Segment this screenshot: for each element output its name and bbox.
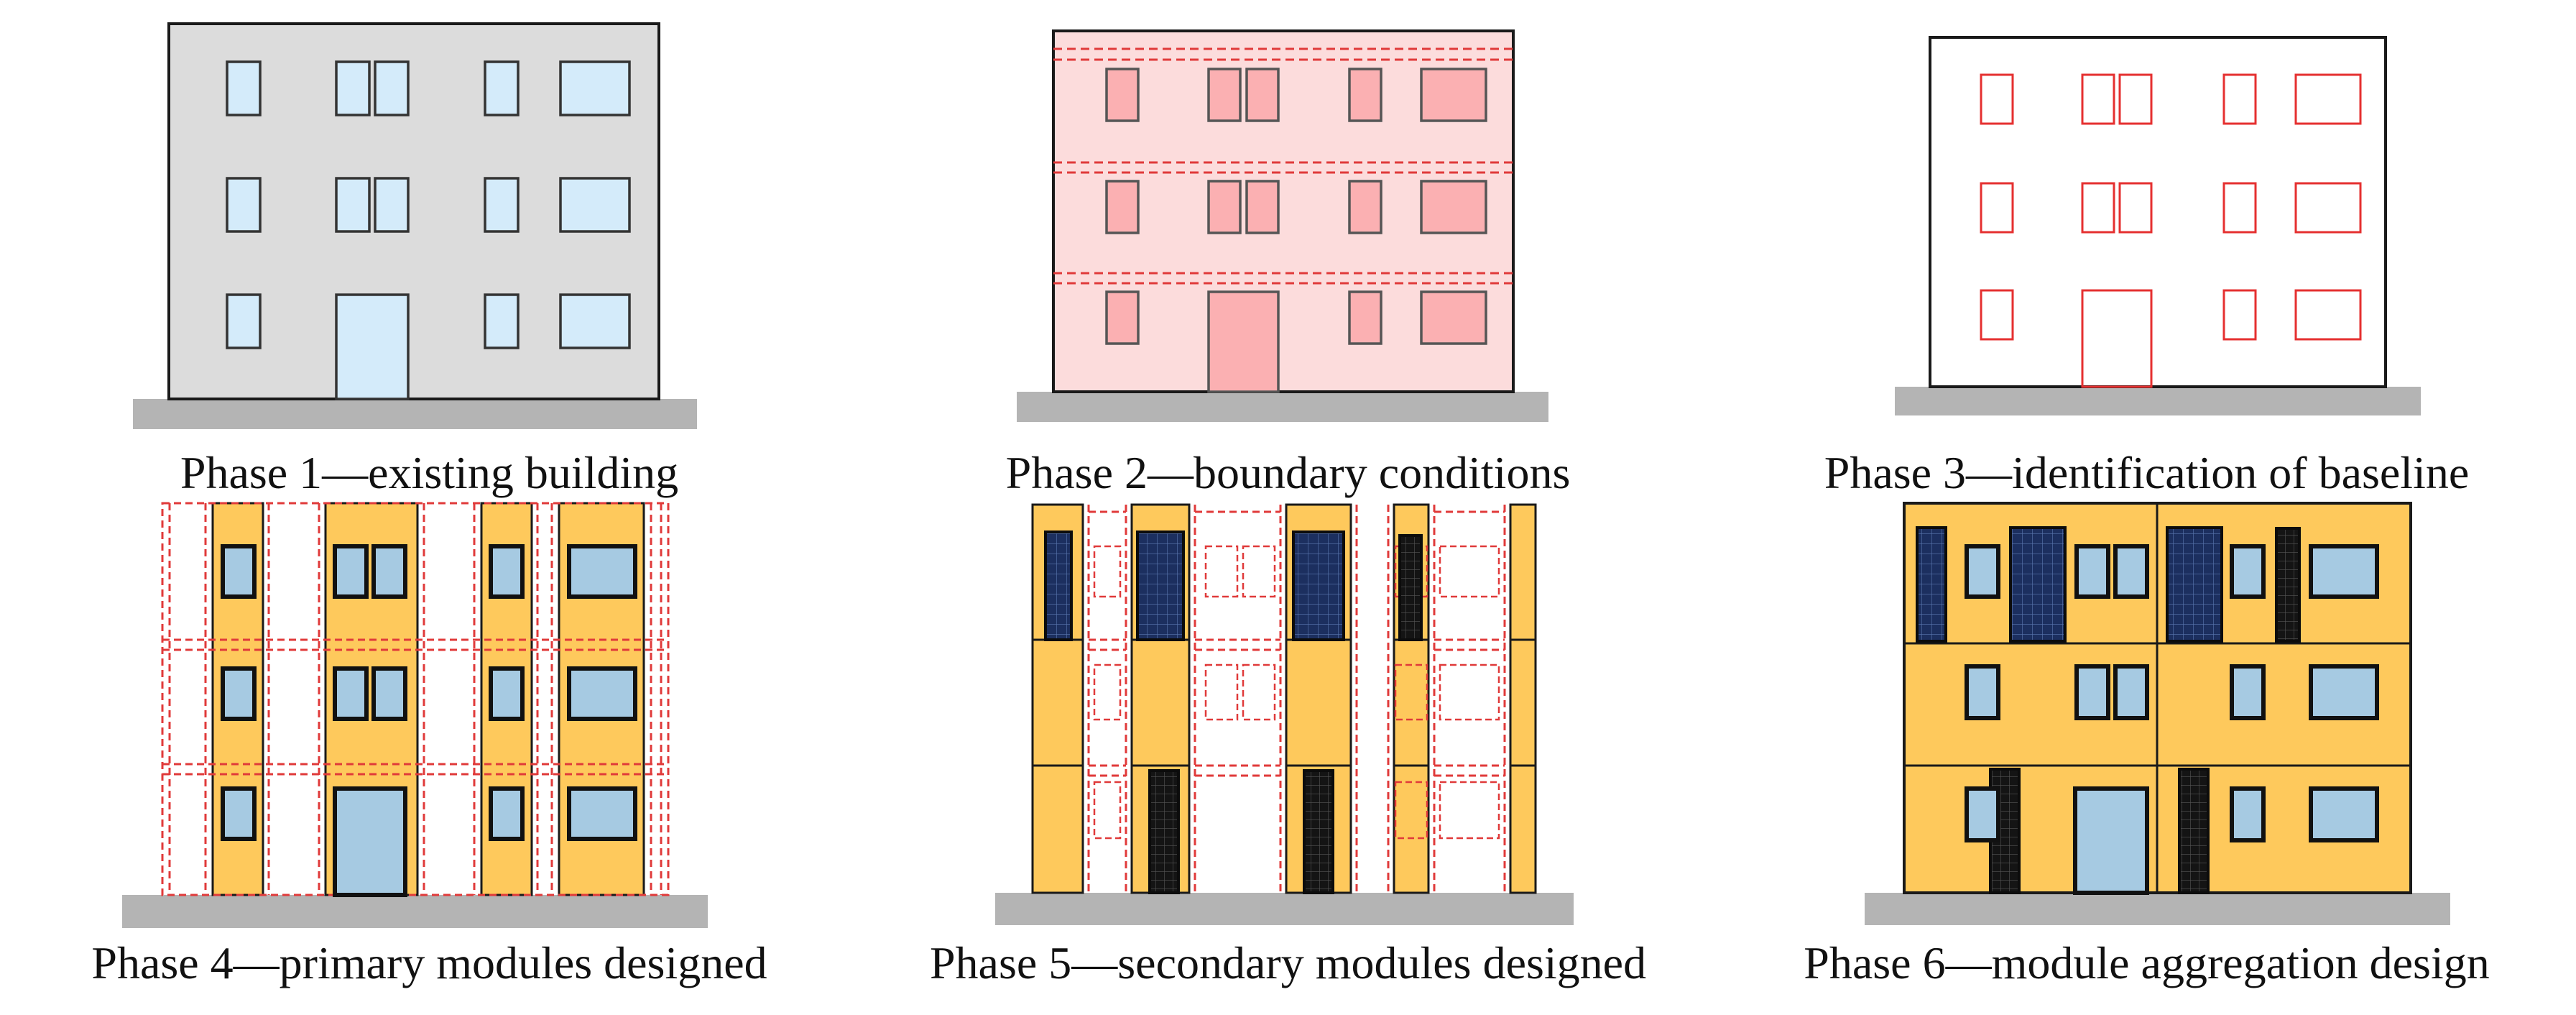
entrance-door (335, 293, 410, 400)
boundary-grid (161, 502, 670, 896)
entrance-door (2073, 786, 2149, 895)
panel-phase-2 (1017, 29, 1548, 422)
windows (1105, 68, 1487, 345)
panel-phase-1 (133, 22, 697, 429)
ground-slab (133, 399, 697, 429)
floor-boundary-lines (1053, 47, 1513, 285)
windows (221, 544, 637, 841)
building-facade (1033, 505, 1536, 893)
ground-slab (122, 895, 708, 928)
module-joints (1904, 503, 2411, 893)
caption-phase-2: Phase 2—boundary conditions (1005, 447, 1571, 498)
panel-phase-4 (122, 502, 708, 928)
caption-phase-4: Phase 4—primary modules designed (91, 937, 767, 988)
building-outline (1929, 36, 2387, 388)
ground-slab (1895, 387, 2421, 415)
caption-phase-3: Phase 3—identification of baseline (1824, 447, 2470, 498)
panel-phase-5 (995, 503, 1574, 925)
caption-phase-5: Phase 5—secondary modules designed (929, 937, 1647, 988)
windows (226, 60, 631, 349)
caption-phase-6: Phase 6—module aggregation design (1804, 937, 2490, 988)
entrance-door (333, 786, 407, 897)
window-outlines (1980, 73, 2362, 341)
entrance-door-outline (2081, 289, 2153, 388)
pv-modules (1044, 531, 1423, 894)
windows (1965, 544, 2379, 842)
panel-phase-6 (1865, 502, 2450, 925)
entrance-door (1207, 290, 1280, 393)
caption-phase-1: Phase 1—existing building (180, 447, 679, 498)
panel-phase-3 (1895, 36, 2421, 415)
window-openings (1093, 545, 1500, 840)
boundary-grid (1087, 505, 1506, 893)
ground-slab (1017, 392, 1548, 422)
ground-slab (1865, 893, 2450, 925)
ground-slab (995, 893, 1574, 925)
